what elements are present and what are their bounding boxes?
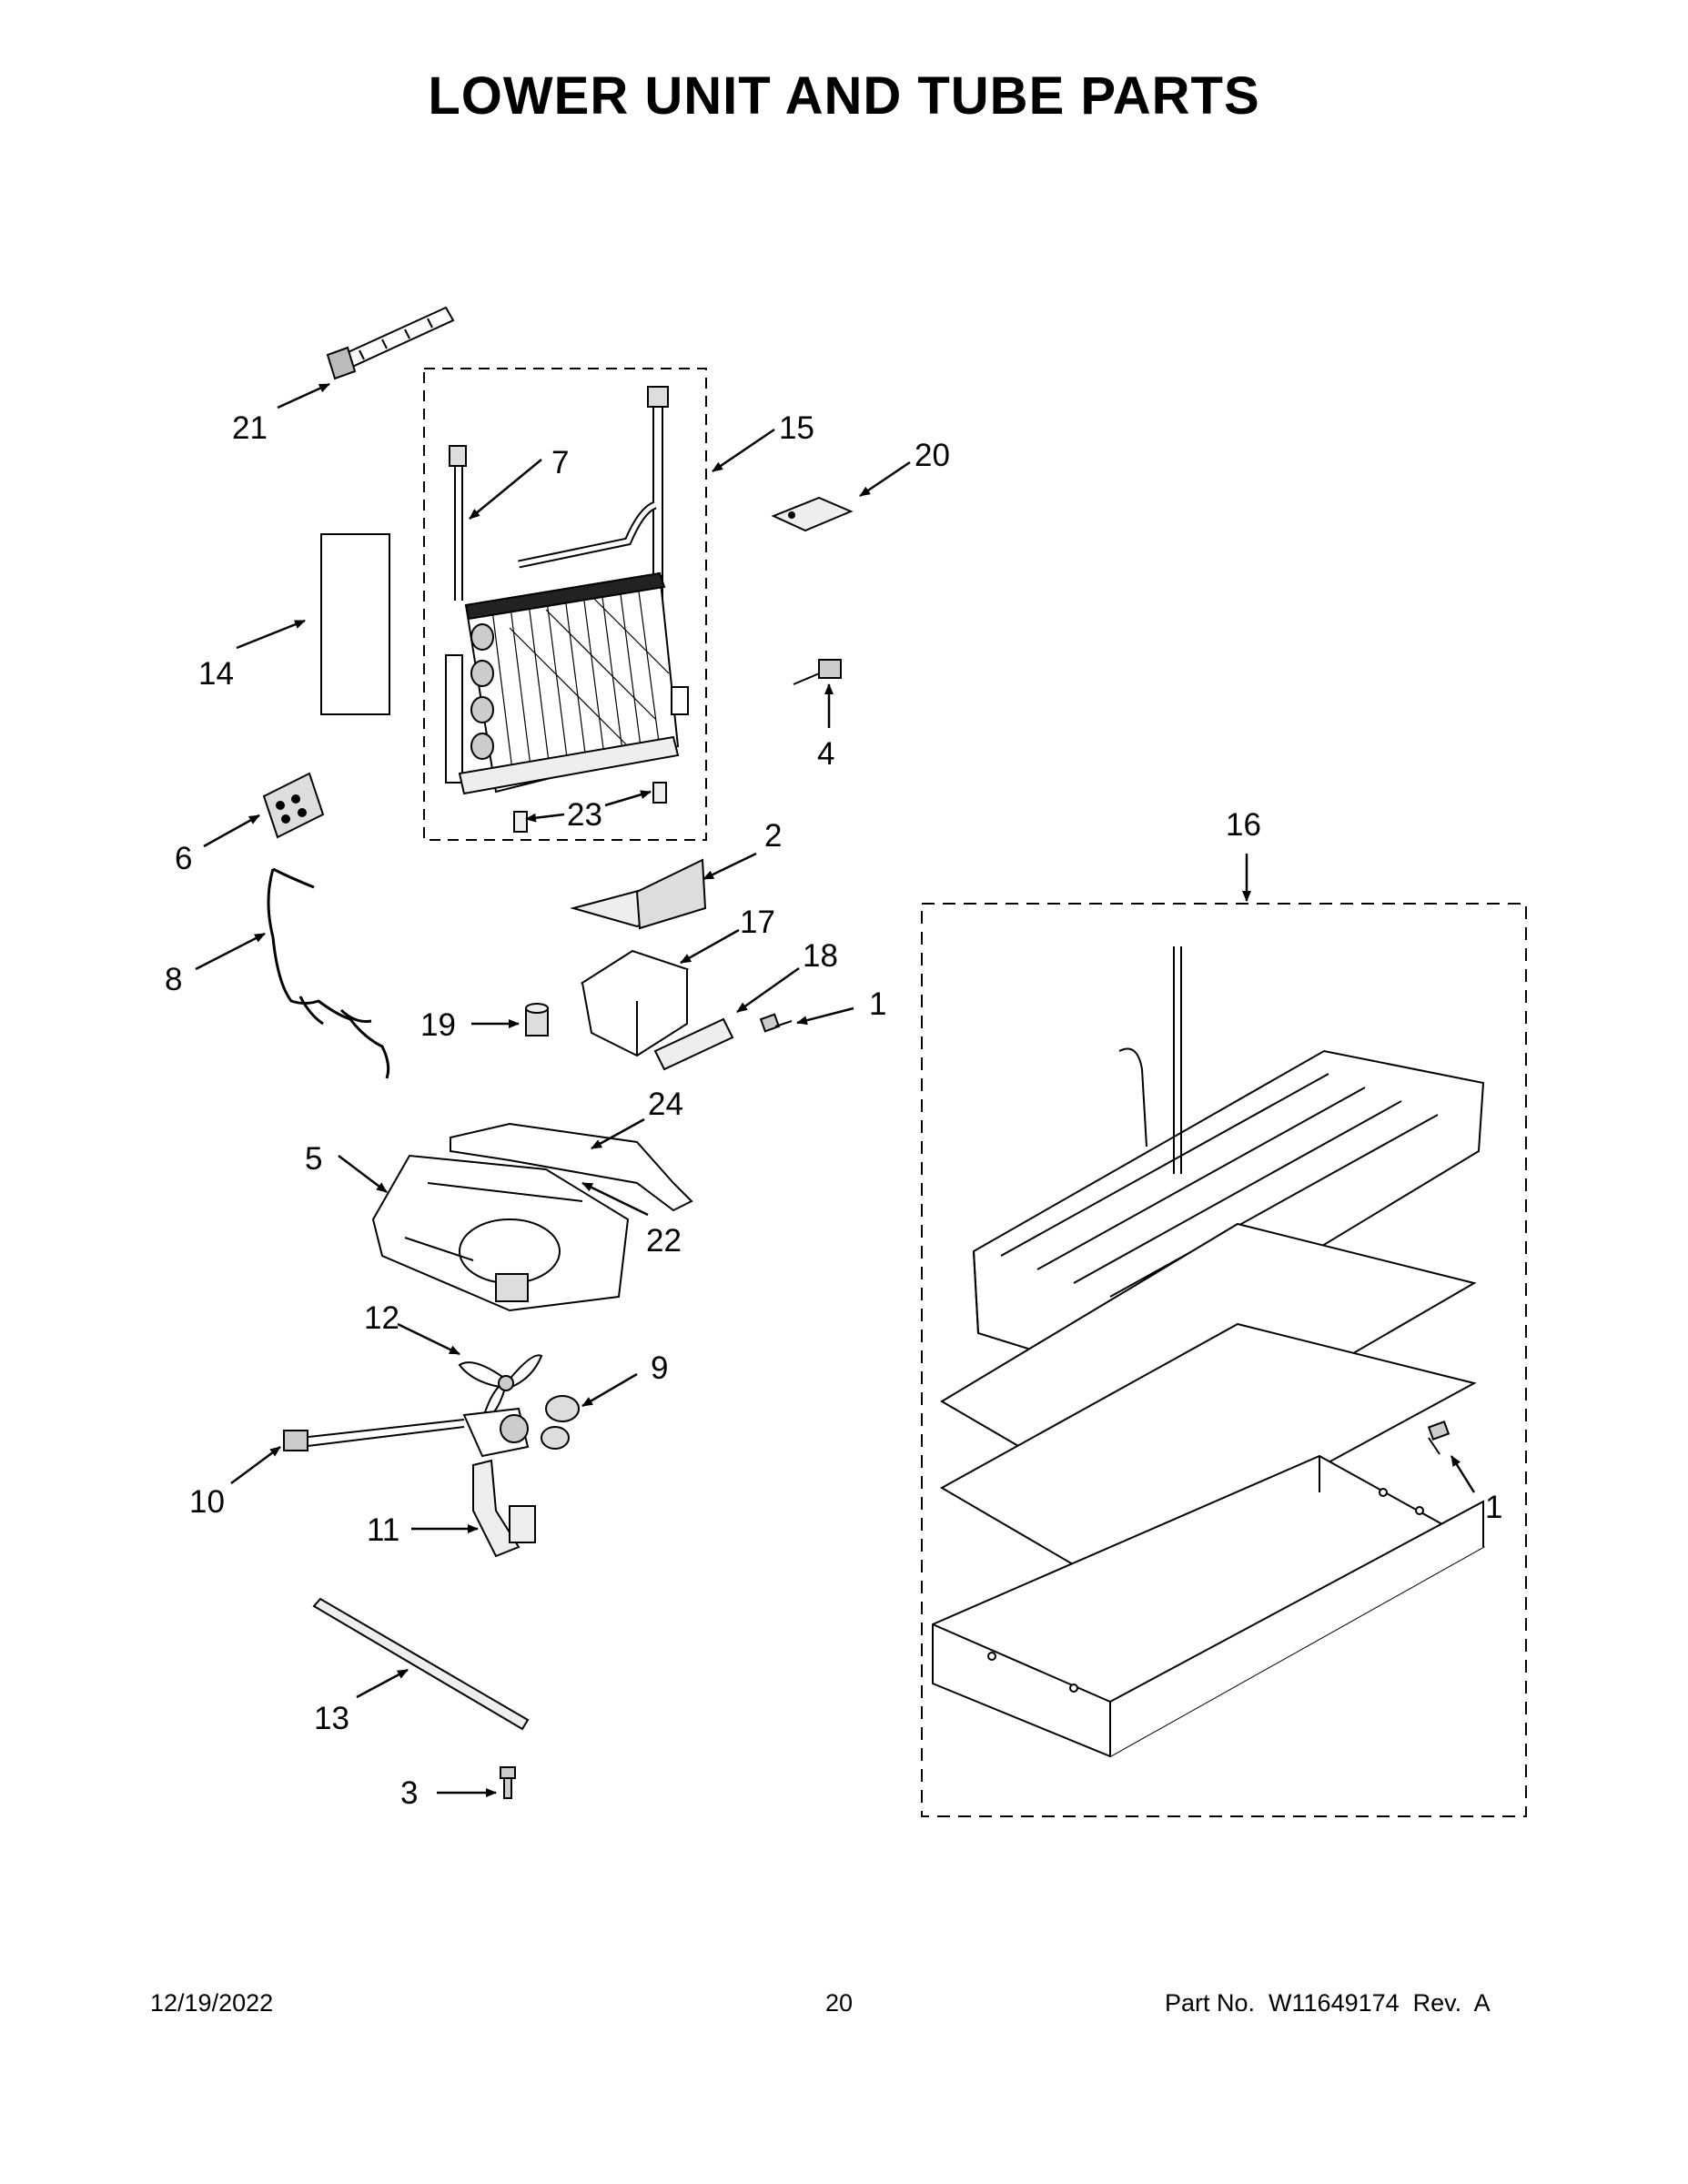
callout-14: 14 (198, 656, 234, 692)
callout-2: 2 (764, 818, 782, 854)
screw-part (759, 1013, 793, 1033)
callout-13: 13 (314, 1701, 349, 1736)
callout-10: 10 (189, 1484, 225, 1520)
wire-harness-part (267, 867, 390, 1079)
thermistor-part (793, 659, 842, 685)
screw-part (1427, 1421, 1450, 1455)
control-board-part (262, 772, 325, 839)
fan-housing-part (371, 1154, 630, 1312)
callout-5: 5 (305, 1141, 322, 1177)
plate-part (771, 496, 854, 532)
callout-16: 16 (1226, 807, 1261, 843)
motor-mount-part (283, 1407, 530, 1458)
mounting-plate-part (653, 1017, 734, 1071)
callout-15: 15 (779, 410, 814, 446)
callout-18: 18 (803, 938, 838, 974)
leader-arrows (195, 382, 1476, 1797)
callout-7: 7 (551, 445, 569, 480)
evaporator-group-outline (423, 368, 707, 841)
cover-part (570, 858, 707, 930)
callout-6: 6 (175, 841, 192, 876)
heater-tray-part (972, 946, 1485, 1376)
bracket-part (580, 949, 690, 1057)
heater-sheet-part (939, 1222, 1477, 1585)
callout-19: 19 (420, 1007, 456, 1043)
drain-pan-part (932, 1454, 1486, 1758)
footer-page-number: 20 (825, 1989, 854, 2017)
page-title: LOWER UNIT AND TUBE PARTS (428, 66, 1260, 126)
callout-11: 11 (367, 1512, 399, 1548)
callout-9: 9 (651, 1350, 668, 1386)
duct-part (450, 1122, 693, 1212)
callout-20: 20 (915, 438, 950, 473)
capacitor-part (525, 1003, 549, 1036)
callout-3: 3 (400, 1775, 418, 1811)
cable-tie-part (326, 306, 455, 380)
fan-motor-part (541, 1395, 580, 1450)
footer-part-number: Part No. W11649174 Rev. A (1165, 1989, 1491, 2017)
callout-8: 8 (165, 962, 182, 997)
fan-blade-part (458, 1354, 543, 1417)
callout-1a: 1 (869, 986, 886, 1022)
callout-17: 17 (740, 905, 775, 940)
footer-date: 12/19/2022 (150, 1989, 274, 2017)
trim-strip-part (312, 1597, 530, 1731)
callout-1b: 1 (1485, 1490, 1502, 1525)
callout-21: 21 (232, 410, 268, 446)
screw-part (500, 1766, 516, 1799)
foam-insulation-part (320, 533, 390, 715)
callout-12: 12 (364, 1300, 399, 1336)
evaporator-part (445, 386, 689, 795)
motor-bracket-part (472, 1459, 536, 1558)
callout-22: 22 (646, 1223, 682, 1259)
drain-pan-group-outline (921, 903, 1527, 1817)
callout-4: 4 (817, 736, 834, 772)
callout-23: 23 (567, 797, 602, 833)
callout-24: 24 (648, 1087, 683, 1122)
